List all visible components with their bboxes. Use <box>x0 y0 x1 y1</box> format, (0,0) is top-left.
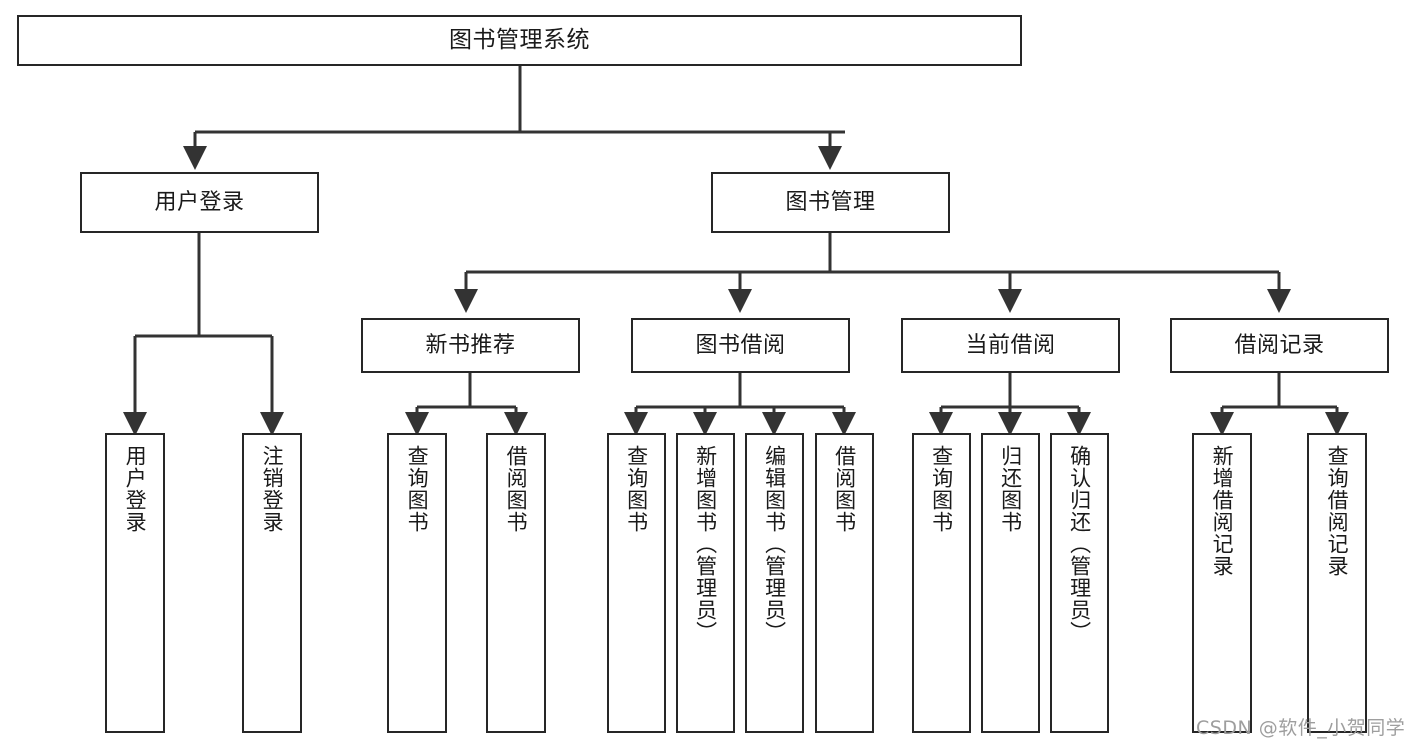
node-label: 用户登录 <box>154 189 245 215</box>
node-borrow-record[interactable]: 借阅记录 <box>1170 318 1389 373</box>
node-label: 查询图书 <box>624 445 649 533</box>
node-label: 查询图书 <box>405 445 430 533</box>
node-label: 确认归还（管理员） <box>1067 445 1092 643</box>
node-label: 图书管理系统 <box>449 27 590 54</box>
node-book-borrow[interactable]: 图书借阅 <box>631 318 850 373</box>
leaf-new-book-query-book[interactable]: 查询图书 <box>387 433 447 733</box>
node-label: 图书借阅 <box>695 332 786 358</box>
leaf-user-login-login[interactable]: 用户登录 <box>105 433 165 733</box>
node-label: 新增图书（管理员） <box>693 445 718 643</box>
node-label: 查询图书 <box>929 445 954 533</box>
node-label: 查询借阅记录 <box>1325 445 1350 577</box>
node-root-book-management-system[interactable]: 图书管理系统 <box>17 15 1022 66</box>
leaf-user-login-logout[interactable]: 注销登录 <box>242 433 302 733</box>
leaf-book-borrow-borrow-book[interactable]: 借阅图书 <box>815 433 874 733</box>
node-label: 用户登录 <box>123 445 148 533</box>
leaf-borrow-record-query-record[interactable]: 查询借阅记录 <box>1307 433 1367 733</box>
node-label: 编辑图书（管理员） <box>762 445 787 643</box>
leaf-book-borrow-query-book[interactable]: 查询图书 <box>607 433 666 733</box>
node-label: 归还图书 <box>998 445 1023 533</box>
leaf-book-borrow-edit-book-admin[interactable]: 编辑图书（管理员） <box>745 433 804 733</box>
leaf-new-book-borrow-book[interactable]: 借阅图书 <box>486 433 546 733</box>
leaf-borrow-record-add-record[interactable]: 新增借阅记录 <box>1192 433 1252 733</box>
leaf-current-borrow-confirm-return-admin[interactable]: 确认归还（管理员） <box>1050 433 1109 733</box>
node-label: 借阅记录 <box>1234 332 1325 358</box>
node-new-book-recommend[interactable]: 新书推荐 <box>361 318 580 373</box>
node-label: 新增借阅记录 <box>1210 445 1235 577</box>
leaf-current-borrow-query-book[interactable]: 查询图书 <box>912 433 971 733</box>
node-label: 当前借阅 <box>965 332 1056 358</box>
leaf-book-borrow-add-book-admin[interactable]: 新增图书（管理员） <box>676 433 735 733</box>
node-label: 新书推荐 <box>425 332 516 358</box>
node-label: 借阅图书 <box>504 445 529 533</box>
node-current-borrow[interactable]: 当前借阅 <box>901 318 1120 373</box>
node-user-login[interactable]: 用户登录 <box>80 172 319 233</box>
watermark-text: CSDN @软件_小贺同学 <box>1196 717 1405 739</box>
node-book-management[interactable]: 图书管理 <box>711 172 950 233</box>
node-label: 借阅图书 <box>832 445 857 533</box>
node-label: 图书管理 <box>785 189 876 215</box>
node-label: 注销登录 <box>260 445 285 533</box>
leaf-current-borrow-return-book[interactable]: 归还图书 <box>981 433 1040 733</box>
